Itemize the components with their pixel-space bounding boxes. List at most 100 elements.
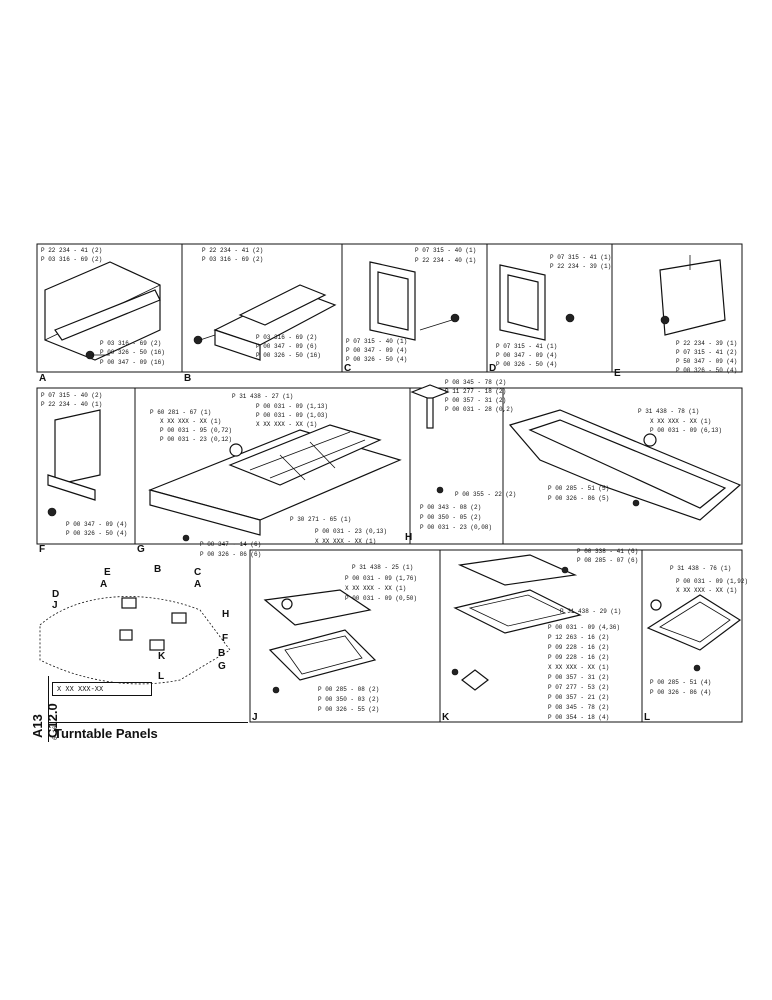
panel-f-drawing	[47, 409, 101, 517]
part-label: P 00 343 - 08 (2)	[420, 504, 481, 511]
part-label: P 07 277 - 53 (2)	[548, 684, 609, 691]
part-label: P 00 357 - 31 (2)	[445, 397, 506, 404]
part-label: X XX XXX - XX (1)	[650, 418, 711, 425]
part-label: P 00 350 - 05 (2)	[420, 514, 481, 521]
part-label: P 60 281 - 67 (1)	[150, 409, 211, 416]
part-label: P 03 316 - 69 (2)	[256, 334, 317, 341]
part-label: P 00 031 - 09 (1,13)	[256, 403, 328, 410]
part-label: P 00 031 - 28 (0,2)	[445, 406, 513, 413]
part-label: P 00 031 - 09 (1,03)	[256, 412, 328, 419]
overview-letter: C	[194, 567, 201, 578]
part-label: P 22 234 - 41 (2)	[41, 247, 102, 254]
panel-e-drawing	[659, 255, 726, 336]
panel-c-drawing	[369, 261, 460, 341]
part-label: P 00 031 - 09 (4,36)	[548, 624, 620, 631]
panel-l-drawing	[646, 594, 742, 672]
panel-g-drawing	[148, 424, 402, 542]
part-label: P 03 316 - 69 (2)	[41, 256, 102, 263]
title-block-rule	[48, 722, 248, 723]
panel-letter-b: B	[184, 373, 191, 384]
part-label: P 00 350 - 03 (2)	[318, 696, 379, 703]
part-label: P 00 285 - 51 (5)	[548, 485, 609, 492]
part-label: P 08 285 - 07 (6)	[577, 557, 638, 564]
panel-k-drawing	[451, 554, 582, 691]
part-label: X XX XXX - XX (1)	[345, 585, 406, 592]
part-label: P 31 438 - 78 (1)	[638, 408, 699, 415]
page-title: Turntable Panels	[54, 726, 158, 741]
part-label: P 00 326 - 50 (16)	[100, 349, 165, 356]
overview-letter: B	[154, 564, 161, 575]
part-label: P 00 031 - 23 (0,12)	[160, 436, 232, 443]
part-label: P 50 347 - 09 (4)	[676, 358, 737, 365]
part-label: P 08 345 - 78 (2)	[445, 379, 506, 386]
panel-letter-e: E	[614, 368, 621, 379]
part-label: P 00 326 - 55 (2)	[318, 706, 379, 713]
part-label: P 00 031 - 95 (0,72)	[160, 427, 232, 434]
panel-letter-g: G	[137, 544, 145, 555]
part-label: P 22 234 - 39 (1)	[676, 340, 737, 347]
part-label: X XX XXX - XX (1)	[548, 664, 609, 671]
part-label: P 00 031 - 09 (6,13)	[650, 427, 722, 434]
overview-letter: F	[222, 633, 228, 644]
part-label: P 00 347 - 09 (4)	[66, 521, 127, 528]
part-label: P 00 031 - 09 (0,50)	[345, 595, 417, 602]
panel-letter-d: D	[489, 363, 496, 374]
panel-letter-f: F	[39, 544, 45, 555]
sheet-code: A13 C12.0	[30, 703, 60, 738]
part-label: P 00 338 - 41 (6)	[577, 548, 638, 555]
panel-letter-c: C	[344, 363, 351, 374]
part-label: P 31 438 - 25 (1)	[352, 564, 413, 571]
part-label: P 00 347 - 09 (4)	[346, 347, 407, 354]
part-label: P 00 355 - 22 (2)	[455, 491, 516, 498]
overview-letter: J	[52, 600, 58, 611]
part-label: X XX XXX - XX (1)	[256, 421, 317, 428]
part-label: P 31 438 - 76 (1)	[670, 565, 731, 572]
part-label: X XX XXX - XX (1)	[160, 418, 221, 425]
part-label: P 07 315 - 40 (2)	[41, 392, 102, 399]
part-label: P 11 277 - 18 (2)	[445, 388, 506, 395]
part-label: P 12 263 - 16 (2)	[548, 634, 609, 641]
part-label: P 00 326 - 50 (16)	[256, 352, 321, 359]
overview-letter: B	[218, 648, 225, 659]
part-label: P 00 031 - 09 (1,92)	[676, 578, 748, 585]
panel-letter-l: L	[644, 712, 650, 723]
overview-letter: K	[158, 651, 166, 662]
part-label: P 00 031 - 09 (1,76)	[345, 575, 417, 582]
panel-d-drawing	[499, 264, 575, 341]
part-label: P 00 285 - 08 (2)	[318, 686, 379, 693]
part-label: P 00 347 - 09 (16)	[100, 359, 165, 366]
part-label: P 09 228 - 16 (2)	[548, 654, 609, 661]
part-label: P 03 316 - 69 (2)	[100, 340, 161, 347]
part-label: P 31 438 - 27 (1)	[232, 393, 293, 400]
part-label: P 07 315 - 41 (1)	[496, 343, 557, 350]
overview-letter: L	[158, 671, 164, 682]
part-label: P 07 315 - 41 (2)	[676, 349, 737, 356]
part-label: P 00 031 - 23 (0,13)	[315, 528, 387, 535]
part-label: P 00 326 - 50 (4)	[496, 361, 557, 368]
part-label: P 08 345 - 78 (2)	[548, 704, 609, 711]
part-label: P 22 234 - 40 (1)	[415, 257, 476, 264]
panel-frames	[36, 243, 743, 723]
part-label: P 22 234 - 39 (1)	[550, 263, 611, 270]
panel-i-drawing	[508, 409, 742, 521]
panel-j-drawing	[263, 589, 377, 694]
overview-letter: E	[104, 567, 111, 578]
part-label: P 00 357 - 31 (2)	[548, 674, 609, 681]
part-label: P 31 438 - 29 (1)	[560, 608, 621, 615]
part-label: P 07 315 - 41 (1)	[550, 254, 611, 261]
part-label: P 22 234 - 40 (1)	[41, 401, 102, 408]
part-label: X XX XXX - XX (1)	[676, 587, 737, 594]
panel-letter-k: K	[442, 712, 450, 723]
part-label: P 00 326 - 50 (4)	[66, 530, 127, 537]
panel-letter-h: H	[405, 532, 412, 543]
part-label: P 03 316 - 69 (2)	[202, 256, 263, 263]
part-label: P 00 354 - 18 (4)	[548, 714, 609, 721]
overview-drawing	[39, 596, 231, 685]
panel-letter-a: A	[39, 373, 46, 384]
part-label: P 07 315 - 40 (1)	[346, 338, 407, 345]
title-block-divider	[48, 676, 49, 742]
panel-h-drawing	[410, 384, 450, 494]
